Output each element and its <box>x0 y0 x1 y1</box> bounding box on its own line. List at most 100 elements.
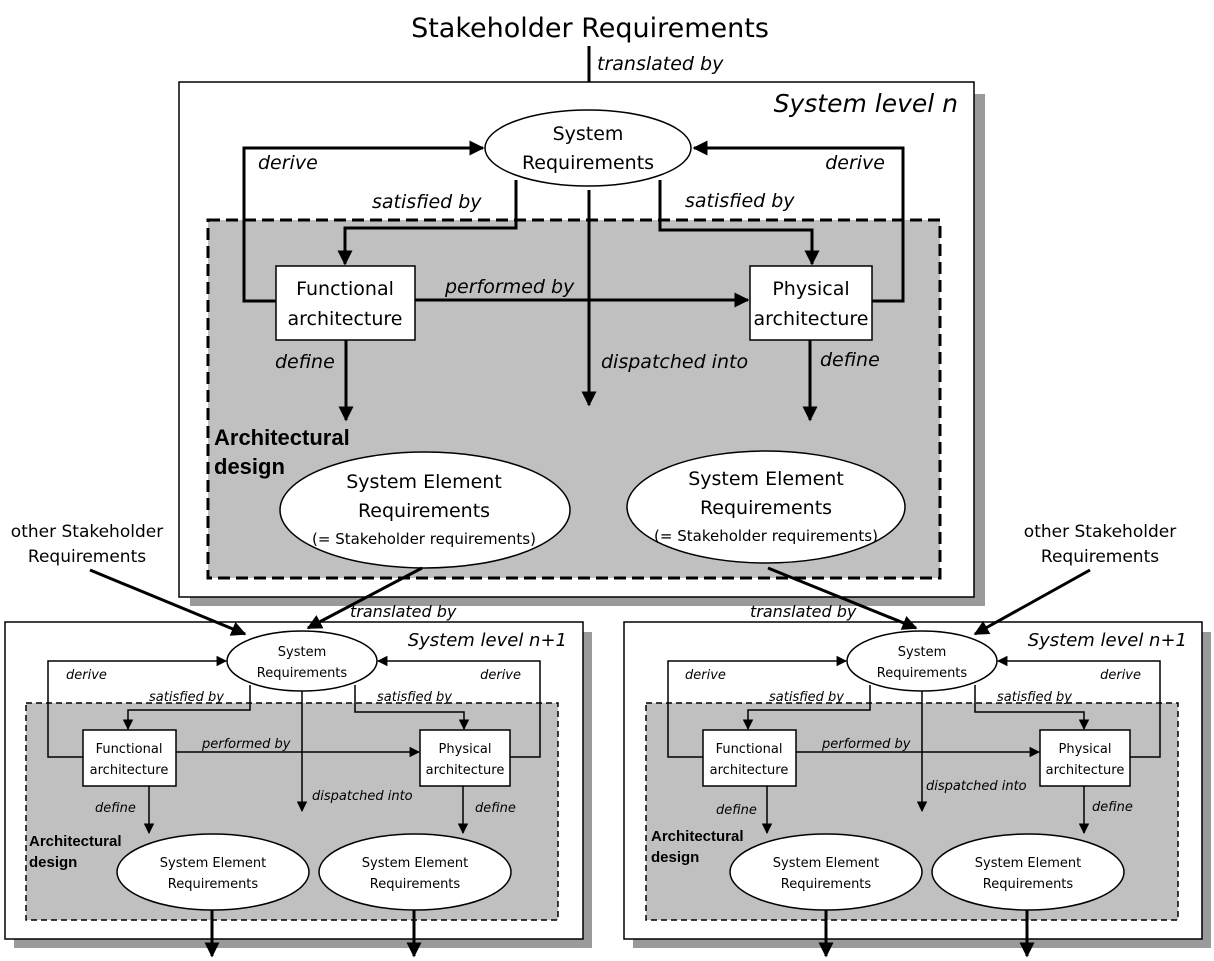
sub-left-ser-right-2: Requirements <box>370 877 461 892</box>
other-stakeholder-left-arrow <box>89 568 247 636</box>
sub-right-system-requirements <box>846 630 998 692</box>
other-stakeholder-right-1: other Stakeholder <box>1024 522 1176 542</box>
sub-left-derive-left-label: derive <box>66 668 107 683</box>
satisfied-left-label: satisfied by <box>372 191 482 213</box>
system-level-n1-left: System level n+1 Architectural design Sy… <box>4 621 592 958</box>
sub-left-functional-1: Functional <box>96 742 163 757</box>
sub-right-ser-left <box>729 833 923 911</box>
derive-left-arrow <box>242 140 485 303</box>
system-requirements-text-2: Requirements <box>522 152 654 174</box>
sub-right-satisfied-left-label: satisfied by <box>769 690 844 705</box>
physical-architecture-box <box>749 265 873 341</box>
sub-left-ser-right <box>318 833 512 911</box>
sub-left-arch-2: design <box>29 854 77 871</box>
satisfied-left-arrow <box>337 180 518 266</box>
sub-right-derive-right-arrow <box>996 655 1161 758</box>
sub-left-ser-left-1: System Element <box>160 856 266 871</box>
other-stakeholder-right-arrow <box>973 568 1091 636</box>
translated-right-arrow <box>767 566 918 630</box>
other-stakeholder-right-2: Requirements <box>1041 547 1159 567</box>
derive-right-label: derive <box>825 152 885 174</box>
define-left-label: define <box>275 351 335 373</box>
sub-left-define-left-label: define <box>95 801 136 816</box>
other-stakeholder-left-2: Requirements <box>28 547 146 567</box>
sub-right-satisfied-right-label: satisfied by <box>997 690 1072 705</box>
sub-left-derive-left-arrow <box>47 655 228 758</box>
system-element-requirements-right <box>626 450 906 564</box>
system-level-n-label: System level n <box>774 89 958 118</box>
sub-right-physical-2: architecture <box>1046 763 1125 778</box>
system-element-requirements-left <box>279 451 571 569</box>
sub-right-sysreq-2: Requirements <box>877 666 968 681</box>
other-stakeholder-left-1: other Stakeholder <box>11 522 163 542</box>
functional-architecture-text-1: Functional <box>296 278 394 300</box>
sub-left-physical-1: Physical <box>439 742 492 757</box>
sub-left-ser-left <box>116 833 310 911</box>
sub-right-level-label: System level n+1 <box>1028 630 1187 651</box>
derive-left-label: derive <box>258 152 318 174</box>
functional-architecture-text-2: architecture <box>288 308 403 330</box>
sub-left-derive-right-label: derive <box>480 668 521 683</box>
sub-right-physical-1: Physical <box>1059 742 1112 757</box>
sub-right-ser-right-1: System Element <box>975 856 1081 871</box>
sub-right-derive-right-label: derive <box>1100 668 1141 683</box>
sub-left-level-label: System level n+1 <box>408 630 567 651</box>
performed-label: performed by <box>444 276 575 298</box>
ser-left-text-3: (= Stakeholder requirements) <box>312 530 536 548</box>
sub-left-arch-1: Architectural <box>29 833 122 850</box>
sub-left-sysreq-1: System <box>278 645 326 660</box>
sub-left-satisfied-left-arrow <box>122 685 251 731</box>
sub-right-functional-1: Functional <box>716 742 783 757</box>
physical-architecture-text-2: architecture <box>754 308 869 330</box>
sub-left-functional-box <box>82 729 177 787</box>
sub-left-system-requirements <box>226 630 378 692</box>
sub-left-ser-left-2: Requirements <box>168 877 259 892</box>
sub-left-satisfied-left-label: satisfied by <box>149 690 224 705</box>
architectural-design-label-1: Architectural <box>214 425 350 450</box>
system-requirements-node <box>484 109 692 187</box>
define-right-label: define <box>820 349 880 371</box>
system-level-n1-right: System level n+1 Architectural design Sy… <box>623 621 1211 958</box>
system-level-n: System level n Architectural design Syst… <box>178 81 985 606</box>
sub-right-functional-box <box>702 729 797 787</box>
sub-left-ser-right-1: System Element <box>362 856 468 871</box>
ser-right-text-3: (= Stakeholder requirements) <box>654 527 878 545</box>
ser-left-text-2: Requirements <box>358 500 490 522</box>
sub-left-physical-2: architecture <box>426 763 505 778</box>
sub-left-define-right-label: define <box>475 801 516 816</box>
architectural-design-label-2: design <box>214 454 285 479</box>
ser-right-text-2: Requirements <box>700 497 832 519</box>
derive-right-arrow <box>692 140 905 303</box>
satisfied-right-label: satisfied by <box>685 190 795 212</box>
sub-right-physical-box <box>1039 729 1131 787</box>
sub-right-ser-right-2: Requirements <box>983 877 1074 892</box>
dispatched-label: dispatched into <box>601 351 748 373</box>
system-requirements-text-1: System <box>553 123 624 145</box>
physical-architecture-text-1: Physical <box>772 278 849 300</box>
sub-right-arch-1: Architectural <box>651 828 744 845</box>
diagram-title: Stakeholder Requirements <box>411 13 769 44</box>
sub-left-satisfied-right-label: satisfied by <box>377 690 452 705</box>
sub-right-derive-left-arrow <box>667 655 848 758</box>
sub-right-ser-right <box>931 833 1125 911</box>
sub-left-satisfied-right-arrow <box>354 685 470 731</box>
translated-right-label: translated by <box>750 602 857 621</box>
sub-left-performed-label: performed by <box>201 737 291 752</box>
sub-right-satisfied-right-arrow <box>974 685 1090 731</box>
sub-right-define-right-label: define <box>1092 800 1133 815</box>
sub-right-ser-left-2: Requirements <box>781 877 872 892</box>
ser-left-text-1: System Element <box>346 471 502 493</box>
sub-left-sysreq-2: Requirements <box>257 666 348 681</box>
translated-left-label: translated by <box>350 602 457 621</box>
sub-right-arch-2: design <box>651 849 699 866</box>
sub-right-define-left-label: define <box>716 803 757 818</box>
sub-right-dispatched-label: dispatched into <box>926 779 1027 794</box>
sub-right-functional-2: architecture <box>710 763 789 778</box>
sub-right-satisfied-left-arrow <box>742 685 871 731</box>
sub-left-physical-box <box>419 729 511 787</box>
sub-right-ser-left-1: System Element <box>773 856 879 871</box>
translated-left-arrow <box>306 566 423 630</box>
sub-right-sysreq-1: System <box>898 645 946 660</box>
functional-architecture-box <box>275 265 416 341</box>
